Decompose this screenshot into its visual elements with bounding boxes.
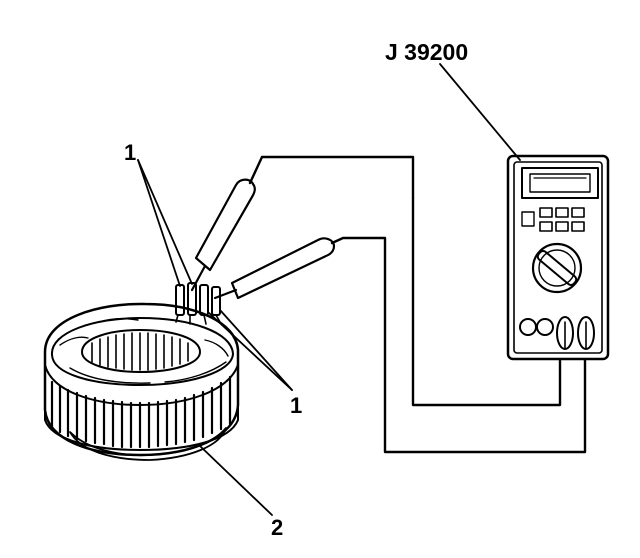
callout-stator: 2 bbox=[271, 515, 283, 540]
leader-lines bbox=[137, 63, 521, 516]
tool-label: J 39200 bbox=[385, 39, 468, 65]
probe-upper bbox=[190, 155, 415, 292]
meter-selector-dial bbox=[531, 242, 583, 294]
meter-display bbox=[521, 167, 599, 199]
meter-input-jacks bbox=[519, 316, 595, 350]
probe-lower bbox=[213, 236, 587, 454]
callout-lead-bottom: 1 bbox=[290, 393, 302, 418]
multimeter bbox=[411, 154, 610, 407]
meter-buttons bbox=[521, 207, 585, 232]
stator bbox=[43, 302, 240, 461]
callout-lead-top: 1 bbox=[124, 140, 136, 165]
